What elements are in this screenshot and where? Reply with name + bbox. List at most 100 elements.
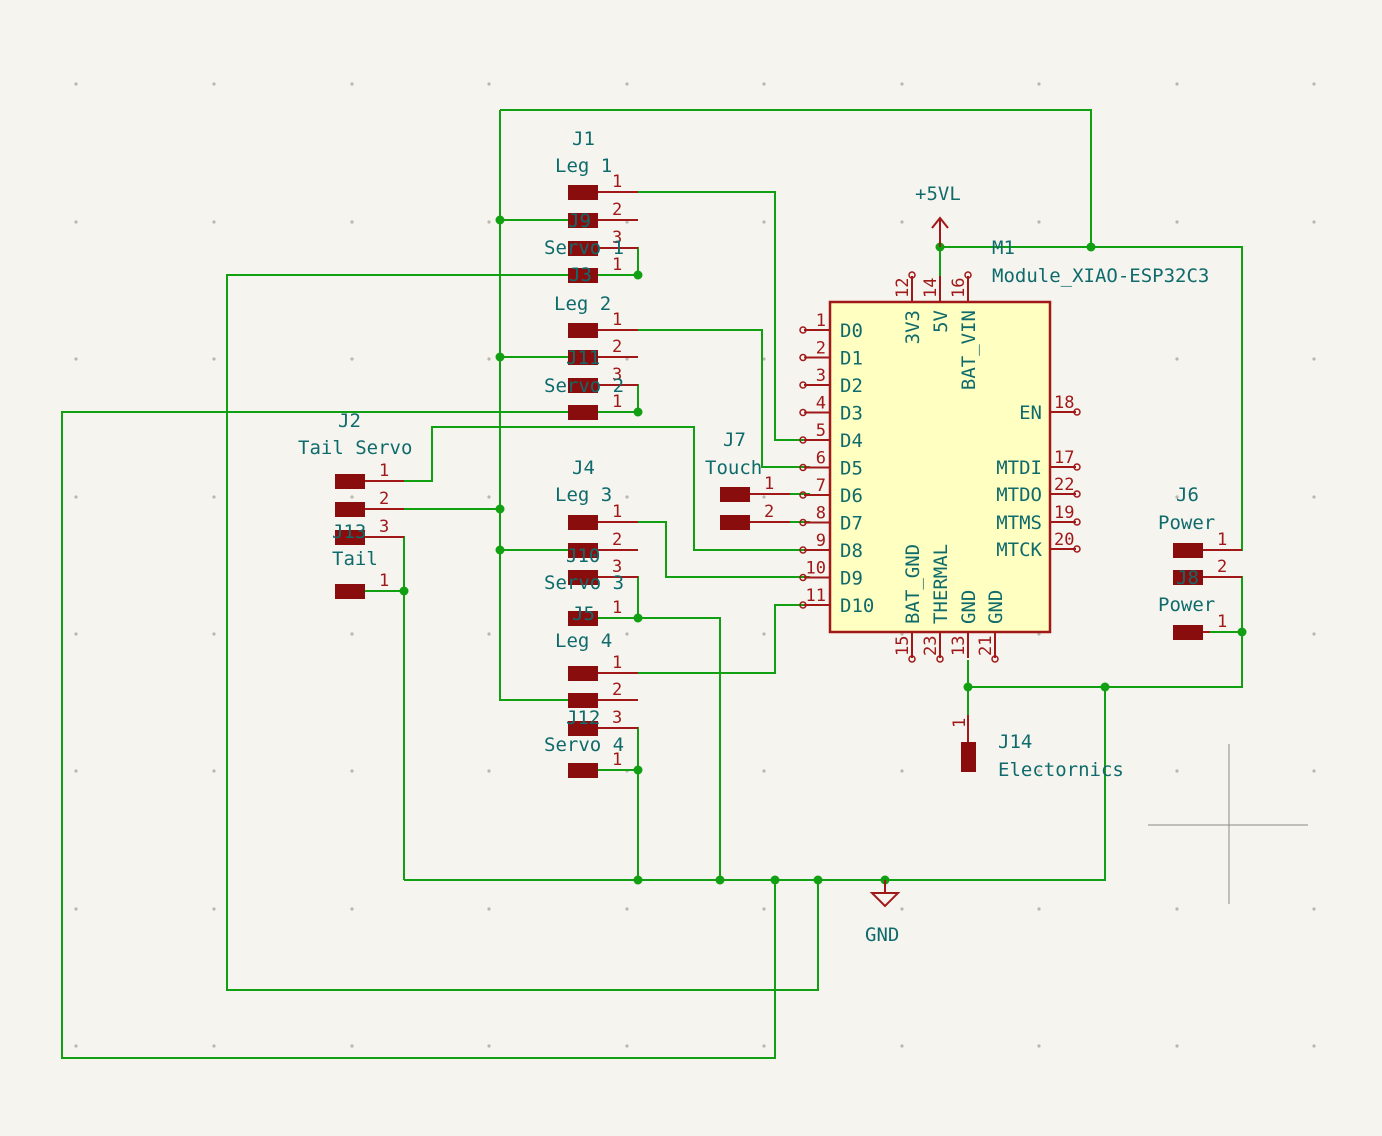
connector-j10[interactable]: 1 xyxy=(568,598,622,626)
connector-labels: J1 Leg 1 J9 Servo 1 Leg 2 J11 J3 Servo 2… xyxy=(298,128,1215,781)
wires xyxy=(61,109,1243,1059)
connector-pin-num: 2 xyxy=(379,489,389,509)
m1-pin-num: 10 xyxy=(806,559,826,579)
connector-pin-num: 1 xyxy=(612,310,622,330)
crosshair-cursor-icon xyxy=(1148,744,1308,904)
grid-dot xyxy=(487,82,491,86)
grid-dot xyxy=(762,632,766,636)
grid-dot xyxy=(900,769,904,773)
grid-dot xyxy=(625,357,629,361)
grid-dot xyxy=(350,632,354,636)
connector-j5[interactable]: 123 xyxy=(568,653,638,736)
grid-dot xyxy=(212,220,216,224)
m1-ref: M1 xyxy=(992,237,1015,259)
connector-j8[interactable]: 1 xyxy=(1173,612,1227,640)
grid-dot xyxy=(1175,82,1179,86)
grid-dot xyxy=(762,907,766,911)
j3-ref: J3 xyxy=(569,264,592,286)
connector-j11[interactable]: 123 xyxy=(568,310,638,393)
power-5vl-symbol[interactable]: +5VL xyxy=(915,183,961,247)
m1-pin-num: 17 xyxy=(1054,448,1074,468)
j12-value: Servo 4 xyxy=(544,734,624,756)
connector-j6[interactable]: 12 xyxy=(1173,530,1242,585)
grid-dot xyxy=(625,632,629,636)
grid-dot xyxy=(487,769,491,773)
m1-pin-name: D1 xyxy=(840,348,863,370)
grid-dot xyxy=(762,220,766,224)
m1-pin-num: 14 xyxy=(921,278,941,298)
m1-pin-name: D7 xyxy=(840,513,863,535)
connector-j3[interactable]: 1 xyxy=(568,392,622,420)
connector-pin-num: 2 xyxy=(612,530,622,550)
connector-j13[interactable]: 1 xyxy=(335,571,389,599)
connector-pin-num: 1 xyxy=(612,598,622,618)
connector-pin-num: 1 xyxy=(612,392,622,412)
m1-pin-name: GND xyxy=(958,590,980,624)
grid-dot xyxy=(1312,907,1316,911)
grid-dot xyxy=(212,907,216,911)
connector-j7[interactable]: 12 xyxy=(720,474,790,530)
grid-dot xyxy=(1037,1044,1041,1048)
connector-pin-num: 1 xyxy=(612,653,622,673)
connector-j4[interactable]: 123 xyxy=(568,502,638,585)
grid-dot xyxy=(212,495,216,499)
grid-dot xyxy=(1175,769,1179,773)
connector-j14[interactable]: 1 xyxy=(950,715,976,772)
m1-pin-name: 3V3 xyxy=(902,310,924,344)
m1-pin-num: 8 xyxy=(816,504,826,524)
grid-dot xyxy=(900,220,904,224)
grid-dot xyxy=(74,357,78,361)
m1-pin-num: 13 xyxy=(949,636,969,656)
grid-dot xyxy=(487,495,491,499)
m1-pin-num: 21 xyxy=(976,636,996,656)
m1-pin-name: EN xyxy=(1019,402,1042,424)
m1-pin-num: 15 xyxy=(893,636,913,656)
grid-dot xyxy=(1037,769,1041,773)
j7-value: Touch xyxy=(705,457,762,479)
j4-value: Leg 3 xyxy=(555,484,612,506)
connector-pin-num: 2 xyxy=(612,337,622,357)
grid-dot xyxy=(1312,769,1316,773)
grid-dots xyxy=(74,82,1316,1048)
grid-dot xyxy=(487,220,491,224)
gnd-symbol[interactable]: GND xyxy=(865,880,901,946)
j14-pin-1: 1 xyxy=(950,718,970,728)
grid-dot xyxy=(74,82,78,86)
m1-pin-num: 19 xyxy=(1054,503,1074,523)
m1-pin-name: D5 xyxy=(840,458,863,480)
connector-j12[interactable]: 1 xyxy=(568,750,622,778)
grid-dot xyxy=(625,1044,629,1048)
connector-pin-num: 1 xyxy=(764,474,774,494)
grid-dot xyxy=(212,1044,216,1048)
m1-pin-num: 22 xyxy=(1054,475,1074,495)
power-5vl-label: +5VL xyxy=(915,183,961,205)
grid-dot xyxy=(74,220,78,224)
connector-j9[interactable]: 1 xyxy=(568,255,622,283)
grid-dot xyxy=(74,632,78,636)
j7-ref: J7 xyxy=(723,429,746,451)
m1-pin-name: THERMAL xyxy=(930,544,952,624)
grid-dot xyxy=(1312,82,1316,86)
grid-dot xyxy=(762,82,766,86)
connector-j1[interactable]: 123 xyxy=(568,172,638,256)
j10-ref: J10 xyxy=(566,545,600,567)
j13-ref: J13 xyxy=(332,521,366,543)
m1-pin-name: D10 xyxy=(840,595,874,617)
grid-dot xyxy=(350,357,354,361)
connector-pin-num: 3 xyxy=(612,708,622,728)
grid-dot xyxy=(350,1044,354,1048)
connector-j2[interactable]: 123 xyxy=(335,461,404,545)
m1-pin-num: 18 xyxy=(1054,393,1074,413)
grid-dot xyxy=(487,1044,491,1048)
grid-dot xyxy=(900,907,904,911)
m1-pin-num: 1 xyxy=(816,311,826,331)
m1-pin-num: 20 xyxy=(1054,530,1074,550)
grid-dot xyxy=(1312,495,1316,499)
grid-dot xyxy=(762,495,766,499)
connector-pin-num: 3 xyxy=(612,557,622,577)
grid-dot xyxy=(350,495,354,499)
